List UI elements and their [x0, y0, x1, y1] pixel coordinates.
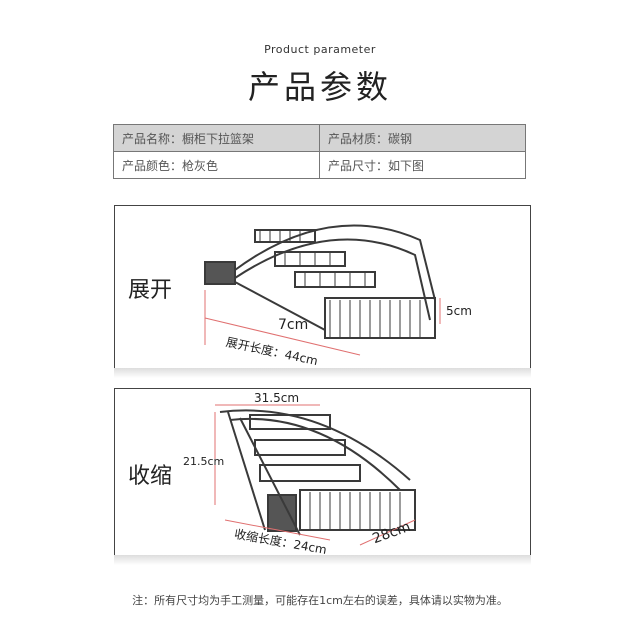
- table-row: 产品颜色：枪灰色 产品尺寸：如下图: [113, 151, 526, 179]
- panel-shadow: [114, 368, 531, 378]
- parameter-table: 产品名称：橱柜下拉篮架 产品材质：碳钢 产品颜色：枪灰色 产品尺寸：如下图: [113, 124, 526, 179]
- basket-height: 5cm: [446, 304, 472, 318]
- expanded-rack-image: [204, 224, 436, 339]
- expanded-label: 展开: [128, 278, 173, 303]
- collapsed-label: 收缩: [128, 464, 173, 489]
- dimension-lines: [204, 290, 441, 356]
- subtitle: Product parameter: [264, 43, 376, 56]
- collapsed-rack-image: [219, 409, 416, 536]
- dimension-lines: [214, 404, 416, 546]
- page-title: 产品参数: [247, 68, 392, 106]
- panel-shadow: [114, 555, 531, 565]
- param-size: 产品尺寸：如下图: [319, 151, 526, 179]
- expanded-height: 7cm: [278, 317, 309, 333]
- collapsed-height: 21.5cm: [183, 455, 225, 468]
- collapsed-width: 31.5cm: [254, 391, 300, 405]
- param-name: 产品名称：橱柜下拉篮架: [113, 124, 320, 152]
- param-color: 产品颜色：枪灰色: [113, 151, 320, 179]
- measurement-note: 注：所有尺寸均为手工测量，可能存在1cm左右的误差，具体请以实物为准。: [132, 594, 508, 607]
